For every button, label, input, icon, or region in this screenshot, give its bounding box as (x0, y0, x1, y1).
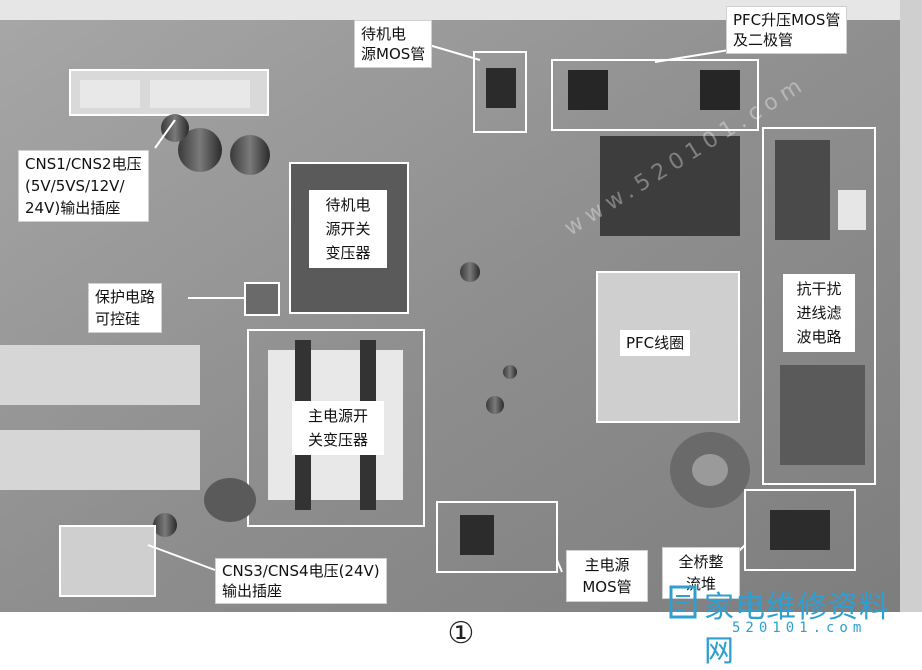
label-protection-scr: 保护电路 可控硅 (88, 283, 163, 333)
main-mos-part (436, 501, 558, 573)
figure-caption: ① (447, 616, 475, 651)
label-pfc-coil: PFC线圈 (620, 330, 691, 356)
label-standby-mos: 待机电 源MOS管 (354, 20, 433, 68)
left-transformers (0, 345, 200, 490)
label-pfc-mos: PFC升压MOS管 及二极管 (726, 6, 848, 54)
label-cns3-cns4: CNS3/CNS4电压(24V) 输出插座 (215, 558, 387, 604)
bridge-rectifier-part (744, 489, 856, 571)
label-cns1-cns2: CNS1/CNS2电压 (5V/5VS/12V/ 24V)输出插座 (18, 150, 149, 222)
toroid-inductor (204, 432, 750, 522)
label-emi-filter: 抗干扰 进线滤 波电路 (783, 274, 855, 352)
pfc-mos-part (551, 59, 759, 236)
site-logo-url: 520101.com (732, 620, 867, 636)
cns3-cns4-connector (59, 525, 156, 597)
label-main-transformer: 主电源开 关变压器 (292, 401, 384, 455)
site-logo-name: 家电维修资料网 (704, 590, 890, 669)
book-icon (669, 585, 697, 619)
emi-filter-part (762, 127, 876, 485)
protection-scr-part (244, 282, 280, 316)
label-standby-transformer: 待机电 源开关 变压器 (309, 190, 387, 268)
label-main-mos: 主电源 MOS管 (566, 550, 648, 602)
standby-mos-part (473, 51, 527, 133)
cns1-cns2-connector (69, 69, 269, 116)
site-logo: 家电维修资料网 520101.com (668, 582, 918, 669)
electrolytic-capacitors (153, 114, 517, 537)
